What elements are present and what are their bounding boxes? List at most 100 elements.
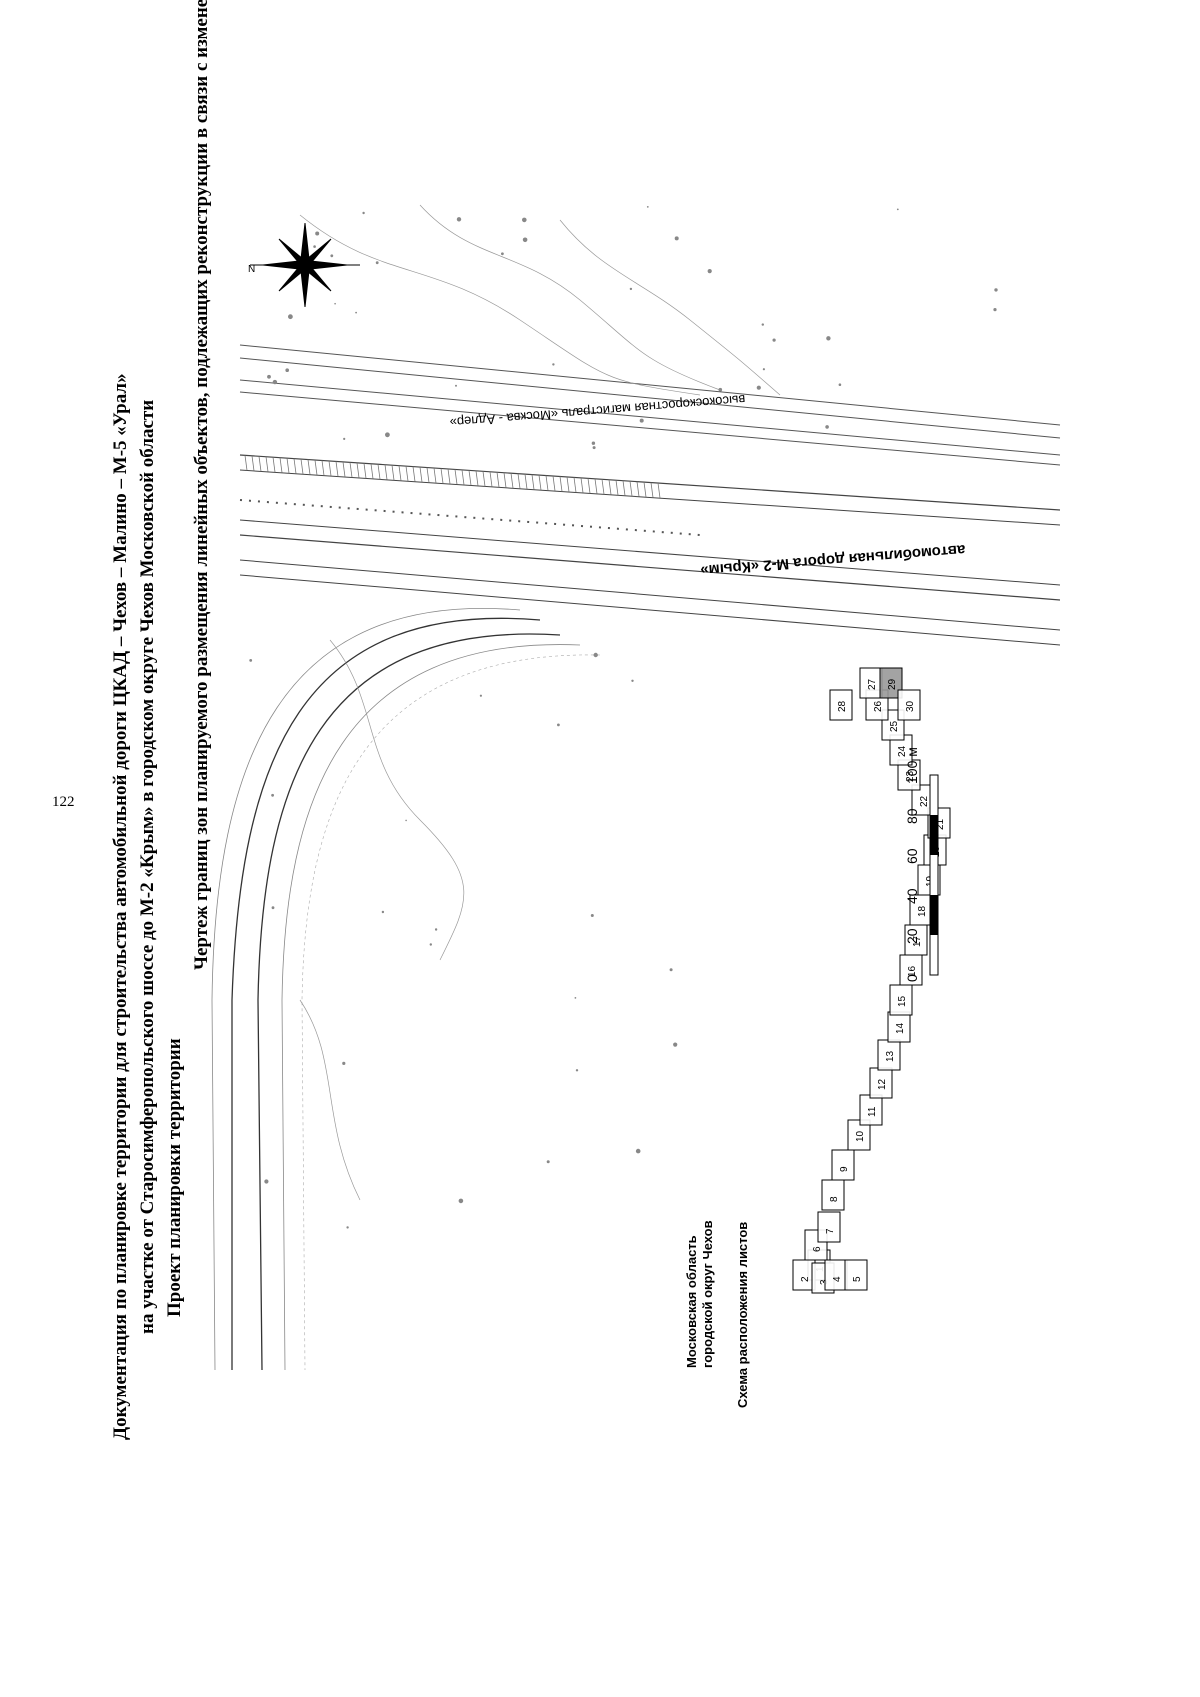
ground-mark	[772, 338, 776, 342]
hatch-stroke	[552, 475, 556, 492]
hatch-stroke	[244, 455, 248, 471]
sheet-number: 5	[852, 1276, 863, 1282]
ground-mark	[315, 231, 320, 236]
hatch-stroke	[566, 476, 570, 492]
ground-mark	[631, 679, 634, 682]
ground-mark	[288, 314, 293, 320]
ground-mark	[334, 302, 336, 305]
sheet-box-15: 15	[889, 984, 913, 1016]
ground-mark	[285, 368, 290, 373]
hatch-stroke	[251, 455, 255, 471]
sheet-number: 24	[897, 745, 908, 757]
hatch-stroke	[531, 474, 535, 490]
sheet-number: 8	[829, 1196, 840, 1202]
hatch-stroke	[468, 470, 472, 486]
hatch-stroke	[629, 481, 633, 497]
terrain-contours	[299, 204, 781, 1201]
ground-mark	[761, 323, 764, 326]
hatch-stroke	[580, 477, 584, 493]
ground-mark	[593, 652, 598, 658]
hatch-stroke	[286, 458, 290, 474]
hatch-stroke	[559, 476, 563, 492]
curve-ramp	[211, 608, 601, 1371]
ground-mark	[458, 1198, 464, 1204]
scale-tick-100: 100 м	[904, 747, 920, 784]
hatch-stroke	[510, 473, 514, 489]
hatch-stroke	[370, 463, 374, 479]
north-label: N	[248, 264, 255, 275]
sheet-number: 10	[855, 1130, 866, 1142]
ground-mark	[342, 1061, 346, 1065]
ground-mark	[429, 943, 432, 946]
hatch-stroke	[300, 459, 304, 475]
hatch-stroke	[454, 469, 458, 485]
ground-mark	[718, 387, 723, 392]
sheet-number: 11	[867, 1106, 878, 1117]
hatch-stroke	[433, 467, 437, 484]
ground-mark	[375, 261, 379, 265]
legend-region: Московская область	[684, 1235, 699, 1368]
ground-mark	[646, 206, 649, 208]
highway-corridor	[239, 344, 1061, 466]
hatch-stroke	[657, 482, 661, 499]
sheet-number: 9	[839, 1166, 850, 1172]
ground-mark	[575, 1069, 579, 1072]
ground-mark	[674, 236, 679, 241]
hatch-stroke	[342, 461, 346, 477]
m2-hatching	[244, 455, 661, 499]
sheet-box-30: 30	[897, 689, 921, 721]
ground-mark	[639, 418, 644, 423]
hatch-stroke	[503, 472, 507, 488]
scale-tick-60: 60	[904, 848, 920, 864]
legend-scheme-title: Схема расположения листов	[735, 1222, 750, 1408]
sheet-number: 14	[895, 1022, 906, 1034]
hatch-stroke	[482, 471, 486, 487]
sheet-box-8: 8	[821, 1179, 845, 1211]
ground-mark	[355, 311, 357, 314]
hatch-stroke	[314, 459, 318, 476]
ground-mark	[669, 968, 673, 972]
sheet-number: 18	[917, 905, 928, 917]
ground-mark	[456, 217, 462, 222]
scale-tick-0: 0	[904, 974, 920, 982]
ground-mark	[405, 819, 407, 822]
sheet-number: 27	[867, 678, 878, 690]
hatch-stroke	[496, 472, 500, 488]
scale-tick-40: 40	[904, 888, 920, 904]
ground-mark	[546, 1160, 550, 1164]
ground-mark	[756, 385, 761, 390]
sheet-number: 2	[800, 1276, 811, 1282]
ground-mark	[592, 446, 596, 450]
sheet-number: 15	[897, 995, 908, 1007]
ground-mark	[825, 425, 829, 429]
hatch-stroke	[335, 461, 339, 477]
hatch-stroke	[615, 480, 619, 496]
ground-mark	[501, 252, 504, 256]
hatch-stroke	[545, 475, 549, 491]
hatch-stroke	[573, 477, 577, 493]
hatch-stroke	[258, 456, 262, 472]
ground-mark	[267, 374, 271, 379]
hatch-stroke	[650, 482, 654, 498]
ground-mark	[522, 237, 528, 243]
ground-mark	[994, 288, 998, 292]
ground-mark	[271, 793, 274, 797]
hatch-stroke	[349, 462, 353, 478]
hatch-stroke	[489, 471, 493, 487]
hatch-stroke	[475, 470, 479, 486]
ground-mark	[381, 910, 385, 914]
ground-mark	[838, 383, 842, 387]
hatch-stroke	[279, 457, 283, 473]
hatch-stroke	[391, 465, 395, 481]
sheet-box-12: 12	[869, 1067, 893, 1099]
hatch-stroke	[419, 467, 423, 483]
hatch-stroke	[643, 482, 647, 498]
ground-mark	[434, 928, 438, 931]
ground-mark	[249, 659, 253, 662]
ground-mark	[993, 308, 997, 312]
hatch-stroke	[608, 479, 612, 495]
sheet-scheme: 1234567891011121314151617181920212223242…	[792, 667, 951, 1294]
sheet-box-9: 9	[831, 1149, 855, 1181]
sheet-number: 29	[887, 678, 898, 690]
ground-mark	[896, 208, 899, 211]
